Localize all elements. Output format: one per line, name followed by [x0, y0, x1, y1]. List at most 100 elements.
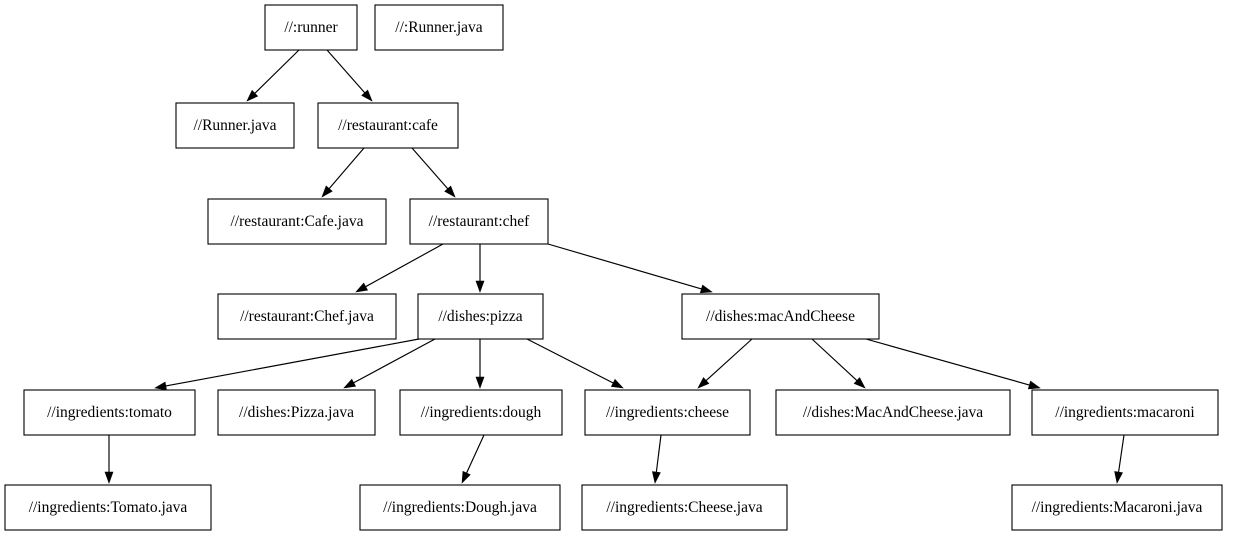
graph-edge	[1114, 434, 1125, 484]
node-box[interactable]	[681, 293, 880, 340]
node-label: //restaurant:Cafe.java	[231, 213, 364, 230]
node-box[interactable]	[23, 389, 196, 436]
node-label: //:runner	[284, 19, 338, 36]
graph-node-restaurant_chef[interactable]: //restaurant:chef	[409, 198, 549, 245]
node-box[interactable]	[175, 102, 295, 149]
graph-node-ing_cheese[interactable]: //ingredients:cheese	[584, 389, 751, 436]
node-label: //ingredients:Tomato.java	[29, 499, 188, 516]
node-box[interactable]	[409, 198, 549, 245]
node-box[interactable]	[1031, 389, 1219, 436]
arrowhead-icon	[853, 377, 866, 389]
node-label: //ingredients:cheese	[606, 404, 729, 421]
graph-node-pizza_java[interactable]: //dishes:Pizza.java	[217, 389, 376, 436]
edge-line	[328, 147, 365, 190]
node-label: //ingredients:Cheese.java	[606, 499, 762, 516]
node-label: //ingredients:dough	[421, 404, 542, 421]
graph-edge	[154, 338, 420, 391]
graph-edge	[343, 338, 436, 389]
edge-line	[353, 338, 436, 384]
arrowhead-icon	[697, 377, 710, 389]
arrowhead-icon	[361, 89, 373, 102]
node-box[interactable]	[374, 4, 504, 51]
graph-edge	[326, 49, 373, 102]
node-box[interactable]	[581, 484, 788, 531]
node-label: //restaurant:cafe	[338, 117, 438, 134]
node-box[interactable]	[584, 389, 751, 436]
graph-node-runner[interactable]: //:runner	[264, 4, 358, 51]
edge-line	[165, 338, 420, 387]
graph-edge	[104, 435, 114, 484]
node-label: //ingredients:macaroni	[1055, 404, 1195, 421]
graph-node-ing_tomato[interactable]: //ingredients:tomato	[23, 389, 196, 436]
node-box[interactable]	[217, 293, 397, 340]
graph-edge	[526, 338, 624, 389]
node-label: //restaurant:chef	[429, 213, 531, 230]
arrowhead-icon	[475, 376, 485, 389]
graph-edge	[475, 244, 485, 293]
arrowhead-icon	[610, 378, 624, 389]
graph-node-cheese_java[interactable]: //ingredients:Cheese.java	[581, 484, 788, 531]
node-layer: //:runner //:Runner.java //Runner.java //re…	[4, 4, 1223, 531]
arrowhead-icon	[475, 280, 485, 293]
node-label: //dishes:macAndCheese	[706, 308, 855, 325]
graph-node-dishes_macandcheese[interactable]: //dishes:macAndCheese	[681, 293, 880, 340]
node-box[interactable]	[359, 484, 561, 531]
node-label: //restaurant:Chef.java	[240, 308, 374, 325]
node-box[interactable]	[317, 102, 459, 149]
graph-node-dough_java[interactable]: //ingredients:Dough.java	[359, 484, 561, 531]
node-box[interactable]	[217, 389, 376, 436]
node-box[interactable]	[264, 4, 358, 51]
graph-node-restaurant_cafe[interactable]: //restaurant:cafe	[317, 102, 459, 149]
node-box[interactable]	[4, 484, 212, 531]
edge-line	[411, 147, 449, 190]
node-label: //dishes:pizza	[438, 308, 522, 325]
arrowhead-icon	[1114, 471, 1124, 484]
graph-node-cafe_java[interactable]: //restaurant:Cafe.java	[207, 198, 387, 245]
node-label: //:Runner.java	[395, 19, 483, 36]
graph-edge	[246, 49, 300, 102]
graph-node-tomato_java[interactable]: //ingredients:Tomato.java	[4, 484, 212, 531]
edge-line	[705, 338, 753, 382]
node-label: //Runner.java	[193, 117, 276, 134]
graph-edge	[475, 339, 485, 389]
arrowhead-icon	[104, 471, 114, 484]
graph-node-ing_macaroni[interactable]: //ingredients:macaroni	[1031, 389, 1219, 436]
node-box[interactable]	[775, 389, 1011, 436]
node-box[interactable]	[207, 198, 387, 245]
edge-layer	[104, 49, 1125, 484]
node-box[interactable]	[399, 389, 563, 436]
edge-line	[547, 243, 702, 290]
graph-edge	[321, 147, 365, 198]
edge-line	[811, 338, 858, 381]
node-label: //dishes:Pizza.java	[239, 404, 354, 421]
arrowhead-icon	[321, 185, 333, 198]
edge-line	[254, 49, 300, 94]
graph-edge	[461, 434, 485, 484]
arrowhead-icon	[1027, 380, 1041, 390]
graph-node-runner_java[interactable]: //Runner.java	[175, 102, 295, 149]
node-box[interactable]	[1011, 484, 1223, 531]
graph-edge	[865, 338, 1041, 390]
node-box[interactable]	[417, 293, 544, 340]
edge-line	[655, 434, 662, 473]
graph-edge	[697, 338, 753, 389]
edge-line	[326, 49, 366, 94]
edge-line	[526, 338, 614, 384]
graph-node-chef_java[interactable]: //restaurant:Chef.java	[217, 293, 397, 340]
graph-node-dishes_pizza[interactable]: //dishes:pizza	[417, 293, 544, 340]
graph-node-runner_java_root[interactable]: //:Runner.java	[374, 4, 504, 51]
node-label: //ingredients:Dough.java	[383, 499, 537, 516]
edge-line	[865, 338, 1030, 386]
node-label: //ingredients:Macaroni.java	[1032, 499, 1203, 516]
graph-edge	[811, 338, 866, 389]
graph-node-ing_dough[interactable]: //ingredients:dough	[399, 389, 563, 436]
graph-node-macaroni_java[interactable]: //ingredients:Macaroni.java	[1011, 484, 1223, 531]
edge-line	[1118, 434, 1125, 473]
edge-line	[466, 434, 485, 474]
edge-line	[365, 243, 444, 288]
graph-node-macandcheese_java[interactable]: //dishes:MacAndCheese.java	[775, 389, 1011, 436]
arrowhead-icon	[154, 381, 167, 391]
graph-edge	[547, 243, 713, 294]
arrowhead-icon	[355, 282, 369, 293]
